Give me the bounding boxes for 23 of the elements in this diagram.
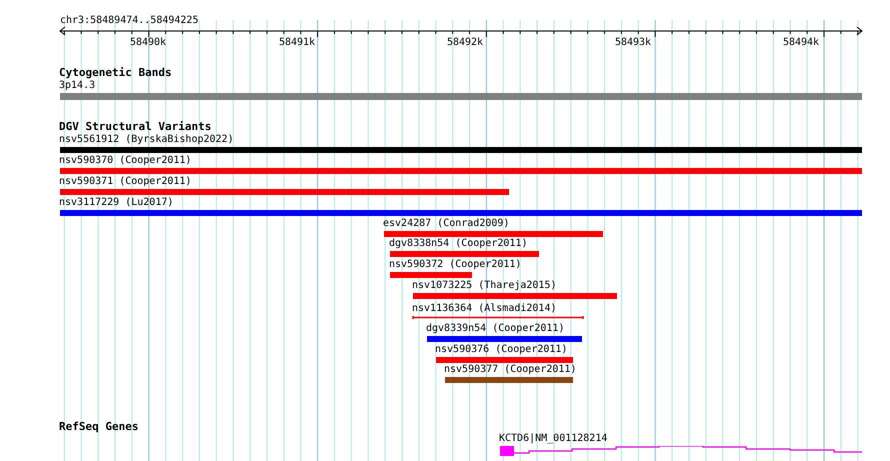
coordinate-range: chr3:58489474..58494225 (60, 15, 198, 26)
variant-label: nsv590372 (Cooper2011) (389, 259, 522, 270)
tick-label: 58494k (782, 37, 820, 48)
tick-label: 58493k (614, 37, 652, 48)
variant-label: nsv1073225 (Thareja2015) (412, 280, 556, 291)
variant-label: nsv590370 (Cooper2011) (59, 155, 192, 166)
variant-label: nsv590376 (Cooper2011) (435, 344, 568, 355)
band-label: 3p14.3 (59, 80, 96, 91)
tick-label: 58491k (278, 37, 316, 48)
track-heading: RefSeq Genes (59, 421, 138, 432)
variant-label: esv24287 (Conrad2009) (383, 218, 510, 229)
variant-label: dgv8339n54 (Cooper2011) (426, 323, 564, 334)
variant-label: nsv590377 (Cooper2011) (444, 364, 576, 375)
gene-label: KCTD6|NM_001128214 (499, 433, 608, 444)
track-heading: DGV Structural Variants (59, 121, 212, 132)
variant-label: nsv5561912 (ByrskaBishop2022) (59, 134, 234, 145)
variant-label: nsv590371 (Cooper2011) (59, 176, 192, 187)
track-heading: Cytogenetic Bands (59, 67, 172, 78)
variant-label: dgv8338n54 (Cooper2011) (389, 238, 528, 249)
tick-label: 58492k (446, 37, 484, 48)
tick-label: 58490k (130, 37, 166, 48)
variant-label: nsv3117229 (Lu2017) (59, 197, 174, 208)
variant-label: nsv1136364 (Alsmadi2014) (412, 303, 556, 314)
